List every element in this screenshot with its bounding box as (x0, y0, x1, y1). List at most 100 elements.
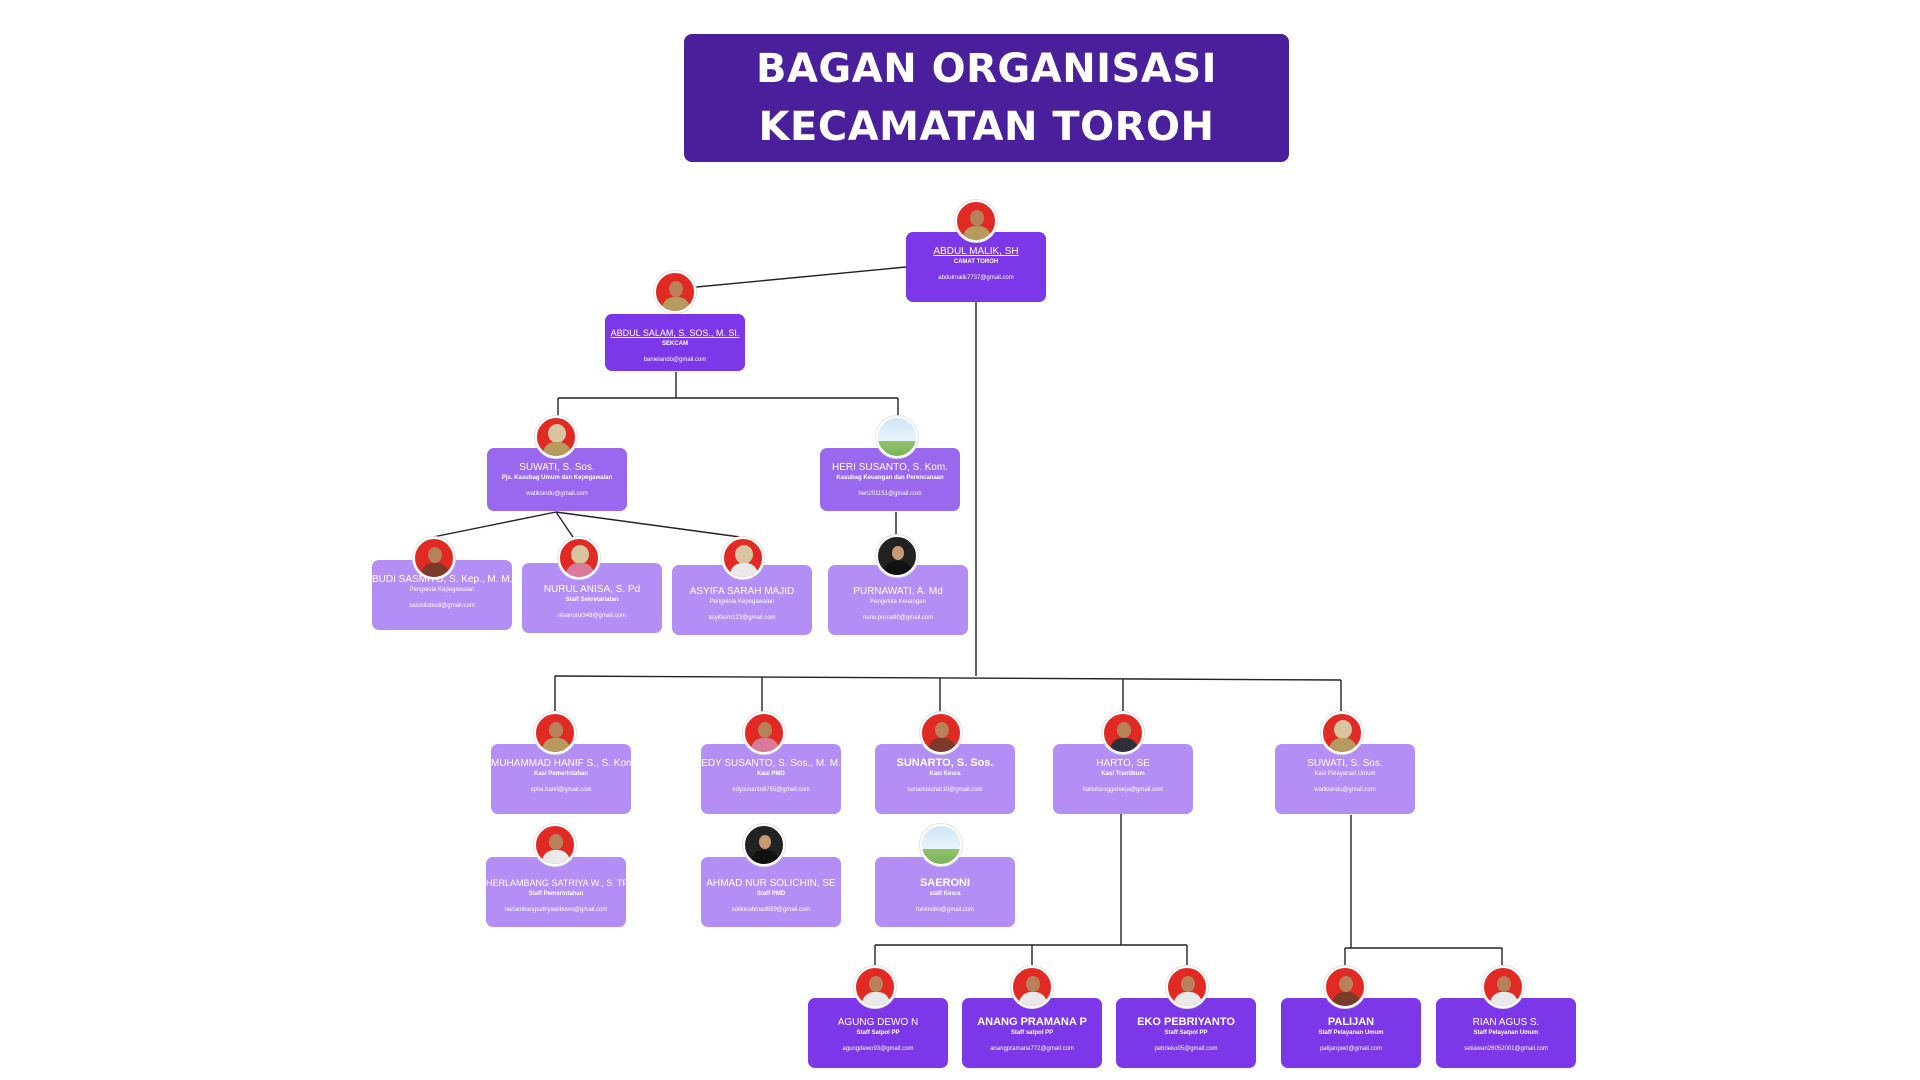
node-role: Kasi Trantibum (1101, 771, 1145, 777)
node-email: pebrieko05@gmail.com (1154, 1046, 1218, 1052)
node-name: SUWATI, S. Sos. (1307, 758, 1383, 769)
node-email: anangpramana772@gmail.com (990, 1046, 1074, 1052)
node-role: Staff Satpol PP (1164, 1030, 1208, 1036)
node-email: nunu.purna90@gmail.com (862, 615, 934, 621)
chart-title-line-2: KECAMATAN TOROH (758, 104, 1215, 150)
node-email: edysusanto8765@gmail.com (732, 787, 810, 793)
node-name: HARTO, SE (1096, 758, 1150, 769)
person-avatar-icon (413, 537, 455, 579)
person-avatar-icon (1324, 966, 1366, 1008)
person-avatar-icon (1166, 966, 1208, 1008)
node-role: Staff PMD (756, 891, 786, 897)
node-staff-kesra: SAERONI staff Kesra ronimobo@gmail.com (875, 857, 1015, 927)
node-email: asyifasm123@gmail.com (708, 615, 776, 621)
node-email: watiksindu@gmail.com (1314, 787, 1376, 793)
node-staff-satpol-agung: AGUNG DEWO N Staff Satpol PP agungdewo93… (808, 998, 948, 1068)
node-name: EDY SUSANTO, S. Sos., M. M. (701, 758, 841, 769)
node-name: NURUL ANISA, S. Pd (543, 584, 641, 595)
node-role: Staff satpol PP (1010, 1030, 1054, 1036)
person-avatar-icon (854, 966, 896, 1008)
node-name: HERLAMBANG SATRIYA W., S. TP (486, 878, 629, 888)
node-name: RIAN AGUS S. (1472, 1017, 1540, 1028)
node-name: PURNAWATI, A. Md (853, 586, 943, 597)
node-role: Staff Satpol PP (856, 1030, 900, 1036)
person-avatar-icon (955, 200, 997, 242)
node-sekcam: ABDUL SALAM, S. SOS., M. SI. SEKCAM bani… (605, 314, 745, 371)
node-kasubag-keuangan: HERI SUSANTO, S. Kom. Kasubag Keuangan d… (820, 448, 960, 511)
node-role: Pengelola Kepegawaian (709, 599, 775, 605)
node-name: ANANG PRAMANA P (977, 1016, 1087, 1028)
node-kasubag-umum: SUWATI, S. Sos. Pjs. Kasubag Umum dan Ke… (487, 448, 627, 511)
node-role: SEKCAM (661, 341, 688, 347)
node-kasi-pmd: EDY SUSANTO, S. Sos., M. M. Kasi PMD edy… (701, 744, 841, 814)
node-role: Staff Pemerintahan (528, 891, 584, 897)
node-email: hartotoroggaharja@gmail.com (1082, 787, 1164, 793)
node-name: ABDUL SALAM, S. SOS., M. SI. (610, 328, 740, 338)
node-staff-pelayanan-palijan: PALIJAN Staff Pelayanan Umum palijanpwd@… (1281, 998, 1421, 1068)
node-kasi-pemerintahan: MUHAMMAD HANIF S., S. Kom Kasi Pemerinta… (491, 744, 635, 814)
person-avatar-icon (1482, 966, 1524, 1008)
person-avatar-icon (1011, 966, 1053, 1008)
landscape-placeholder-icon (876, 416, 918, 458)
node-kasi-pelayanan-umum: SUWATI, S. Sos. Kasi Pelayanan Umum wati… (1275, 744, 1415, 814)
node-role: Kasi Kesra (929, 771, 961, 777)
node-email: nisanurul348@gmail.com (558, 613, 626, 619)
node-staff-sekretariatan: NURUL ANISA, S. Pd Staff Sekretariatan n… (522, 563, 662, 633)
person-avatar-icon (654, 271, 696, 313)
person-avatar-icon (722, 537, 764, 579)
node-email: herlambangsatriyawibowo@gmail.com (504, 907, 608, 913)
node-staff-satpol-eko: EKO PEBRIYANTO Staff Satpol PP pebrieko0… (1116, 998, 1256, 1068)
node-name: AHMAD NUR SOLICHIN, SE (706, 878, 836, 889)
person-avatar-icon (534, 712, 576, 754)
person-avatar-icon (743, 712, 785, 754)
node-staff-satpol-anang: ANANG PRAMANA P Staff satpol PP anangpra… (962, 998, 1102, 1068)
landscape-placeholder-icon (920, 824, 962, 866)
node-role: Pjs. Kasubag Umum dan Kepegawaian (501, 475, 613, 481)
node-name: MUHAMMAD HANIF S., S. Kom (491, 758, 635, 769)
node-email: spha.hanif@gmail.com (530, 787, 592, 793)
node-name: HERI SUSANTO, S. Kom. (832, 462, 948, 473)
node-email: watiksindu@gmail.com (526, 491, 588, 497)
node-role: Staff Pelayanan Umum (1473, 1030, 1539, 1036)
person-avatar-icon (535, 416, 577, 458)
node-email: sunartosunar10@gmail.com (907, 787, 983, 793)
node-kasi-kesra: SUNARTO, S. Sos. Kasi Kesra sunartosunar… (875, 744, 1015, 814)
node-name: PALIJAN (1327, 1016, 1375, 1028)
node-name: EKO PEBRIYANTO (1137, 1016, 1235, 1028)
node-email: solikinahmad689@gmail.com (731, 907, 811, 913)
node-name: ASYIFA SARAH MAJID (689, 586, 795, 597)
node-role: Pengelola Keuangan (870, 599, 926, 605)
node-kasi-trantibum: HARTO, SE Kasi Trantibum hartotoroggahar… (1053, 744, 1193, 814)
node-email: agungdewo93@gmail.com (842, 1046, 914, 1052)
node-name: SUNARTO, S. Sos. (896, 757, 994, 769)
node-name: AGUNG DEWO N (837, 1017, 919, 1028)
person-avatar-icon (1102, 712, 1144, 754)
person-avatar-icon (1321, 712, 1363, 754)
node-role: Staff Pelayanan Umum (1318, 1030, 1384, 1036)
node-staff-pmd: AHMAD NUR SOLICHIN, SE Staff PMD solikin… (701, 857, 841, 927)
node-role: Staff Sekretariatan (565, 597, 619, 603)
node-staff-pemerintahan: HERLAMBANG SATRIYA W., S. TP Staff Pemer… (486, 857, 629, 927)
node-role: CAMAT TOROH (953, 259, 999, 265)
node-name: SAERONI (919, 877, 971, 889)
node-role: staff Kesra (929, 891, 961, 897)
node-email: sasmitobudi@gmail.com (409, 603, 475, 609)
node-role: Kasi Pelayanan Umum (1314, 771, 1376, 777)
node-email: banielando@gmail.com (643, 357, 707, 363)
node-email: heri201151@gmail.com (858, 491, 922, 497)
chart-title-banner: BAGAN ORGANISASI KECAMATAN TOROH (684, 34, 1289, 162)
node-camat: ABDUL MALIK, SH CAMAT TOROH abdulmalik77… (906, 232, 1046, 302)
person-avatar-icon (534, 824, 576, 866)
node-email: ronimobo@gmail.com (915, 907, 975, 913)
node-name: BUDI SASMITO, S. Kep., M. M. (372, 574, 513, 585)
node-name: ABDUL MALIK, SH (933, 246, 1019, 257)
person-avatar-icon (920, 712, 962, 754)
node-role: Kasubag Keuangan dan Perencanaan (836, 475, 944, 481)
node-email: setiawan26052001@gmail.com (1464, 1046, 1548, 1052)
person-avatar-icon (743, 824, 785, 866)
node-email: palijanpwd@gmail.com (1320, 1046, 1382, 1052)
chart-title-line-1: BAGAN ORGANISASI (755, 46, 1218, 92)
node-email: abdulmalik7737@gmail.com (938, 275, 1014, 281)
node-role: Kasi Pemerintahan (533, 771, 589, 777)
